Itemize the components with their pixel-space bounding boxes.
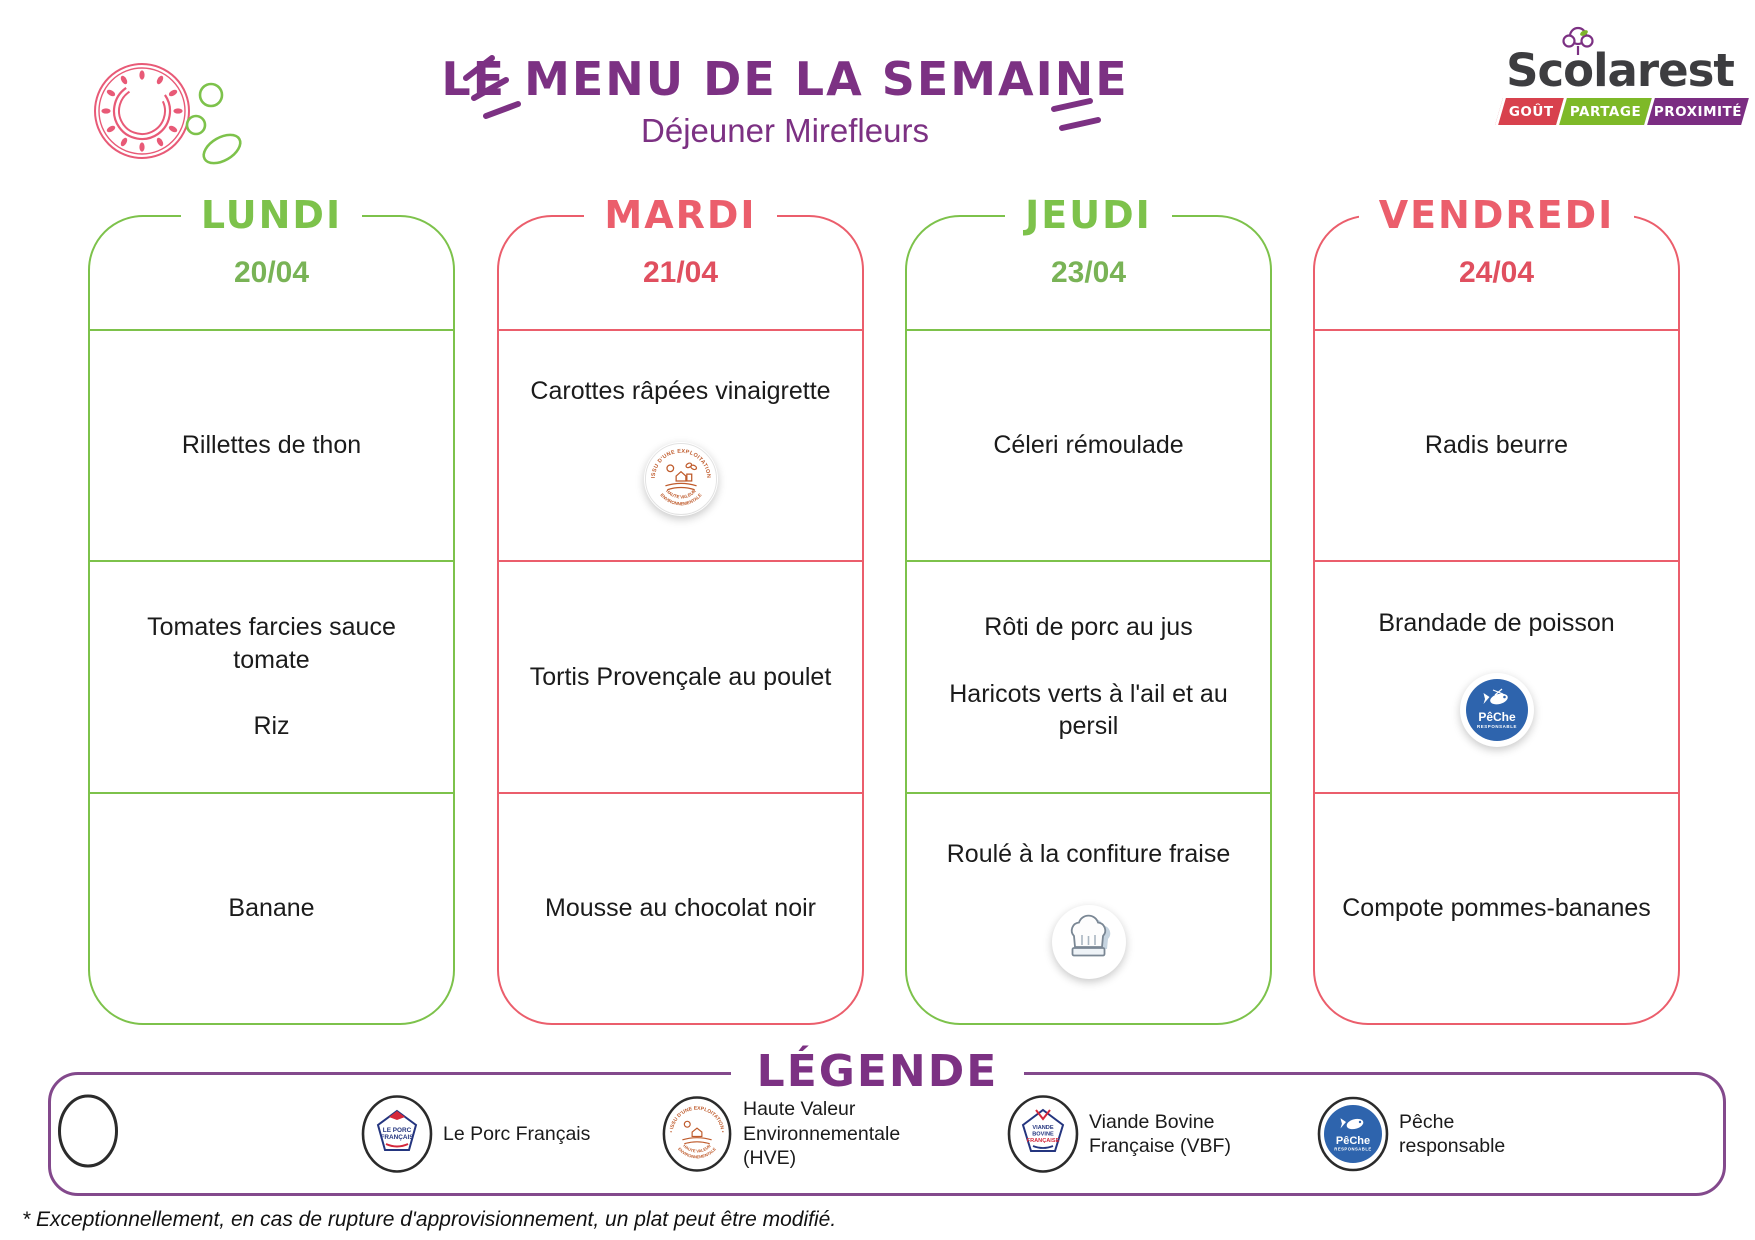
title-dashes-left-icon — [463, 55, 521, 119]
menu-item: Rillettes de thon — [181, 431, 362, 460]
brand-banner: GOÛT PARTAGE PROXIMITÉ — [1495, 98, 1749, 125]
svg-text:RESPONSABLE: RESPONSABLE — [1334, 1147, 1371, 1152]
legend-item — [57, 1093, 119, 1169]
menu-item: Compote pommes-bananes — [1342, 894, 1651, 923]
menu-item: Carottes râpées vinaigrette — [530, 377, 831, 406]
menu-item: Rôti de porc au jus — [984, 613, 1193, 642]
menu-section-starter: Carottes râpées vinaigrette • ISSU D'UNE… — [499, 331, 862, 563]
day-date: 20/04 — [90, 217, 453, 331]
menu-section-dessert: Compote pommes-bananes — [1315, 794, 1678, 1023]
footer-note: * Exceptionnellement, en cas de rupture … — [22, 1208, 837, 1231]
day-date: 24/04 — [1315, 217, 1678, 331]
empty-circle-icon — [58, 1094, 118, 1168]
svg-text:FRANÇAIS: FRANÇAIS — [380, 1134, 414, 1141]
menu-section-starter: Rillettes de thon — [90, 331, 453, 563]
tomato-slice-icon — [94, 63, 242, 165]
legend-title: LÉGENDE — [0, 1042, 1755, 1102]
day-label: JEUDI — [905, 190, 1272, 240]
page-subtitle: Déjeuner Mirefleurs — [641, 112, 929, 149]
day-column-mardi: MARDI 21/04 Carottes râpées vinaigrette … — [497, 190, 864, 1025]
chef-hat-icon — [1051, 904, 1126, 979]
legend-label: Pêche responsable — [1399, 1110, 1506, 1157]
banner-partage: PARTAGE — [1569, 103, 1642, 120]
menu-section-main: Tomates farcies sauce tomate Riz — [90, 562, 453, 794]
title-dashes-right-icon — [1051, 98, 1101, 131]
legend-label: Haute Valeur Environnementale (HVE) — [743, 1098, 901, 1170]
legend-item: LE PORC FRANÇAIS Le Porc Français — [360, 1094, 590, 1174]
menu-section-starter: Radis beurre — [1315, 331, 1678, 563]
legend-label: Le Porc Français — [443, 1122, 591, 1145]
svg-text:PêChe: PêChe — [1478, 710, 1516, 724]
menu-item: Céleri rémoulade — [993, 431, 1184, 460]
brand-logo: Scolarest GOÛT PARTAGE PROXIMITÉ — [1495, 26, 1749, 125]
svg-text:FRANÇAISE: FRANÇAISE — [1027, 1138, 1060, 1144]
svg-text:PêChe: PêChe — [1336, 1135, 1370, 1147]
menu-item: Radis beurre — [1424, 431, 1569, 460]
menu-section-starter: Céleri rémoulade — [907, 331, 1270, 563]
legend-label: Viande Bovine Française (VBF) — [1089, 1110, 1231, 1157]
svg-text:LE PORC: LE PORC — [383, 1127, 412, 1134]
menu-item: Banane — [228, 894, 315, 923]
svg-text:VIANDE: VIANDE — [1032, 1125, 1053, 1131]
day-column-jeudi: JEUDI 23/04 Céleri rémoulade Rôti de por… — [905, 190, 1272, 1025]
vbf-badge-icon: VIANDE BOVINE FRANÇAISE — [1007, 1095, 1079, 1173]
day-column-vendredi: VENDREDI 24/04 Radis beurre Brandade de … — [1313, 190, 1680, 1025]
peas-icon — [185, 82, 242, 165]
banner-proximite: PROXIMITÉ — [1653, 103, 1743, 120]
brand-tree-icon — [1562, 26, 1594, 55]
peche-responsable-badge-icon: PêChe RESPONSABLE — [1459, 673, 1534, 748]
porc-francais-badge-icon: LE PORC FRANÇAIS — [361, 1095, 433, 1173]
banner-gout: GOÛT — [1508, 103, 1554, 120]
menu-item: Tomates farcies sauce tomate — [147, 613, 396, 674]
page-title: LE MENU DE LA SEMAINE — [441, 52, 1129, 106]
menu-item: Roulé à la confiture fraise — [946, 840, 1231, 869]
svg-text:RESPONSABLE: RESPONSABLE — [1476, 724, 1516, 729]
svg-text:BOVINE: BOVINE — [1032, 1132, 1054, 1138]
menu-item: Haricots verts à l'ail et au persil — [949, 679, 1228, 741]
menu-section-main: Rôti de porc au jus Haricots verts à l'a… — [907, 562, 1270, 794]
day-date: 21/04 — [499, 217, 862, 331]
day-label: LUNDI — [88, 190, 455, 240]
menu-section-main: Tortis Provençale au poulet — [499, 562, 862, 794]
menu-item: Brandade de poisson — [1378, 608, 1615, 637]
day-date: 23/04 — [907, 217, 1270, 331]
menu-section-dessert: Mousse au chocolat noir — [499, 794, 862, 1023]
hve-badge-icon: • ISSU D'UNE EXPLOITATION • HAUTE VALEUR… — [643, 441, 718, 516]
brand-name: Scolarest — [1506, 44, 1735, 97]
legend-item: VIANDE BOVINE FRANÇAISE Viande Bovine Fr… — [1006, 1094, 1231, 1174]
menu-section-dessert: Roulé à la confiture fraise — [907, 794, 1270, 1023]
peche-responsable-badge-icon: PêChe RESPONSABLE — [1317, 1096, 1389, 1172]
menu-item: Tortis Provençale au poulet — [529, 662, 832, 691]
menu-item: Mousse au chocolat noir — [545, 894, 816, 923]
menu-section-main: Brandade de poisson — [1315, 562, 1678, 794]
day-column-lundi: LUNDI 20/04 Rillettes de thon Tomates fa… — [88, 190, 455, 1025]
legend-item: • ISSU D'UNE EXPLOITATION • HAUTE VALEUR… — [660, 1094, 900, 1174]
hve-badge-icon: • ISSU D'UNE EXPLOITATION • HAUTE VALEUR… — [662, 1096, 732, 1172]
menu-section-dessert: Banane — [90, 794, 453, 1023]
day-label: MARDI — [497, 190, 864, 240]
menu-item: Riz — [253, 712, 290, 741]
day-label: VENDREDI — [1313, 190, 1680, 240]
legend-item: PêChe RESPONSABLE Pêche responsable — [1316, 1096, 1505, 1172]
